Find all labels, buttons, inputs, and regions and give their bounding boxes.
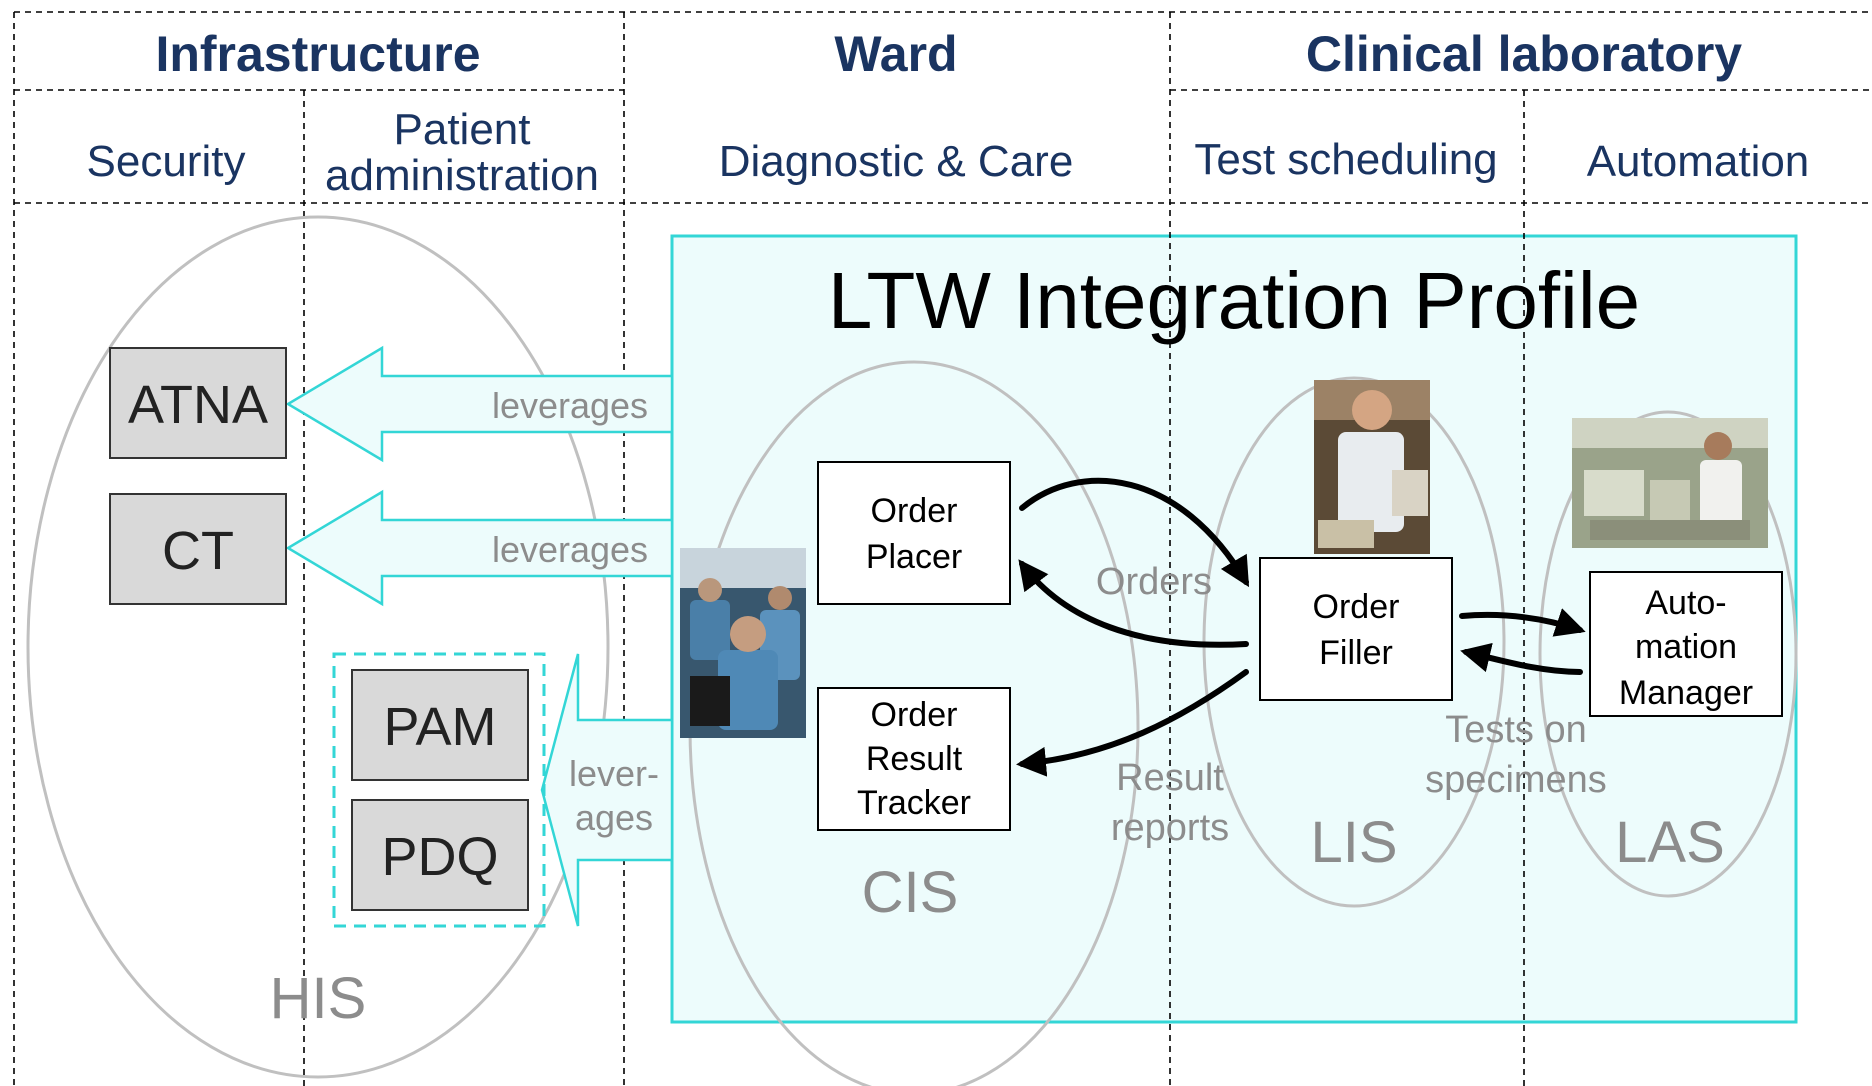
atna-box <box>109 347 287 459</box>
pdq-box <box>351 799 529 911</box>
automation-manager-actor: Auto- mation Manager <box>1589 571 1783 717</box>
order-filler-actor: Order Filler <box>1259 557 1453 701</box>
result-reports-arrow <box>1016 669 1249 777</box>
las-ellipse <box>1538 410 1798 898</box>
leverages-label-pam-pdq-1: lever- <box>569 753 659 794</box>
order-result-tracker-actor: Order Result Tracker <box>817 687 1011 831</box>
leverages-arrow-ct <box>285 489 674 607</box>
his-label: HIS <box>270 966 367 1031</box>
cis-label: CIS <box>862 860 959 925</box>
order-placer-line-1: Order <box>871 492 958 530</box>
order-result-tracker-line-2: Result <box>866 740 963 778</box>
subheader-security: Security <box>87 137 246 186</box>
orders-arrow-to-placer <box>1018 559 1249 648</box>
leverages-label-atna: leverages <box>492 385 648 426</box>
leverages-label-pam-pdq-2: ages <box>575 797 653 838</box>
subheader-patient-admin-1: Patient <box>394 105 531 154</box>
subheader-test-scheduling: Test scheduling <box>1194 135 1497 184</box>
pam-box <box>351 669 529 781</box>
lab-scientist-photo <box>1314 380 1430 554</box>
order-result-tracker-line-1: Order <box>871 696 958 734</box>
tests-on-specimens-label-1: Tests on <box>1445 709 1587 751</box>
leverages-label-ct: leverages <box>492 529 648 570</box>
subheader-diagnostic-care: Diagnostic & Care <box>719 137 1074 186</box>
tests-arrow-to-filler <box>1460 642 1583 675</box>
leverages-arrow-pam-pdq <box>540 653 674 927</box>
tests-on-specimens-label-2: specimens <box>1425 759 1607 801</box>
header-ward: Ward <box>834 26 957 82</box>
order-filler-line-1: Order <box>1313 588 1400 626</box>
profile-title: LTW Integration Profile <box>828 256 1640 345</box>
his-ellipse <box>26 215 610 1079</box>
automation-manager-line-2: mation <box>1635 628 1737 666</box>
automation-lab-photo <box>1572 418 1768 548</box>
ward-staff-photo <box>680 548 806 738</box>
leverages-arrow-atna <box>285 345 674 463</box>
pam-label: PAM <box>383 697 496 757</box>
result-reports-label-1: Result <box>1116 757 1224 799</box>
header-clinical-laboratory: Clinical laboratory <box>1306 26 1742 82</box>
subheader-automation: Automation <box>1587 137 1810 186</box>
transaction-arrows <box>1016 477 1586 777</box>
lis-label: LIS <box>1310 810 1397 875</box>
order-result-tracker-line-3: Tracker <box>857 784 971 822</box>
header-infrastructure: Infrastructure <box>155 26 480 82</box>
order-placer-actor: Order Placer <box>817 461 1011 605</box>
subheader-patient-admin-2: administration <box>325 151 599 200</box>
order-filler-line-2: Filler <box>1319 634 1393 672</box>
ct-box <box>109 493 287 605</box>
tests-arrow-to-manager <box>1459 608 1586 637</box>
result-reports-label-2: reports <box>1111 807 1229 849</box>
order-placer-line-2: Placer <box>866 538 962 576</box>
automation-manager-line-3: Manager <box>1619 674 1753 712</box>
pdq-label: PDQ <box>381 827 498 887</box>
orders-label: Orders <box>1096 561 1212 603</box>
ct-label: CT <box>162 521 234 581</box>
las-label: LAS <box>1615 810 1725 875</box>
automation-manager-line-1: Auto- <box>1645 584 1726 622</box>
pam-pdq-group <box>332 652 546 928</box>
atna-label: ATNA <box>128 375 268 435</box>
orders-arrow-to-filler <box>1019 477 1250 588</box>
grid-lines <box>13 11 1872 1086</box>
